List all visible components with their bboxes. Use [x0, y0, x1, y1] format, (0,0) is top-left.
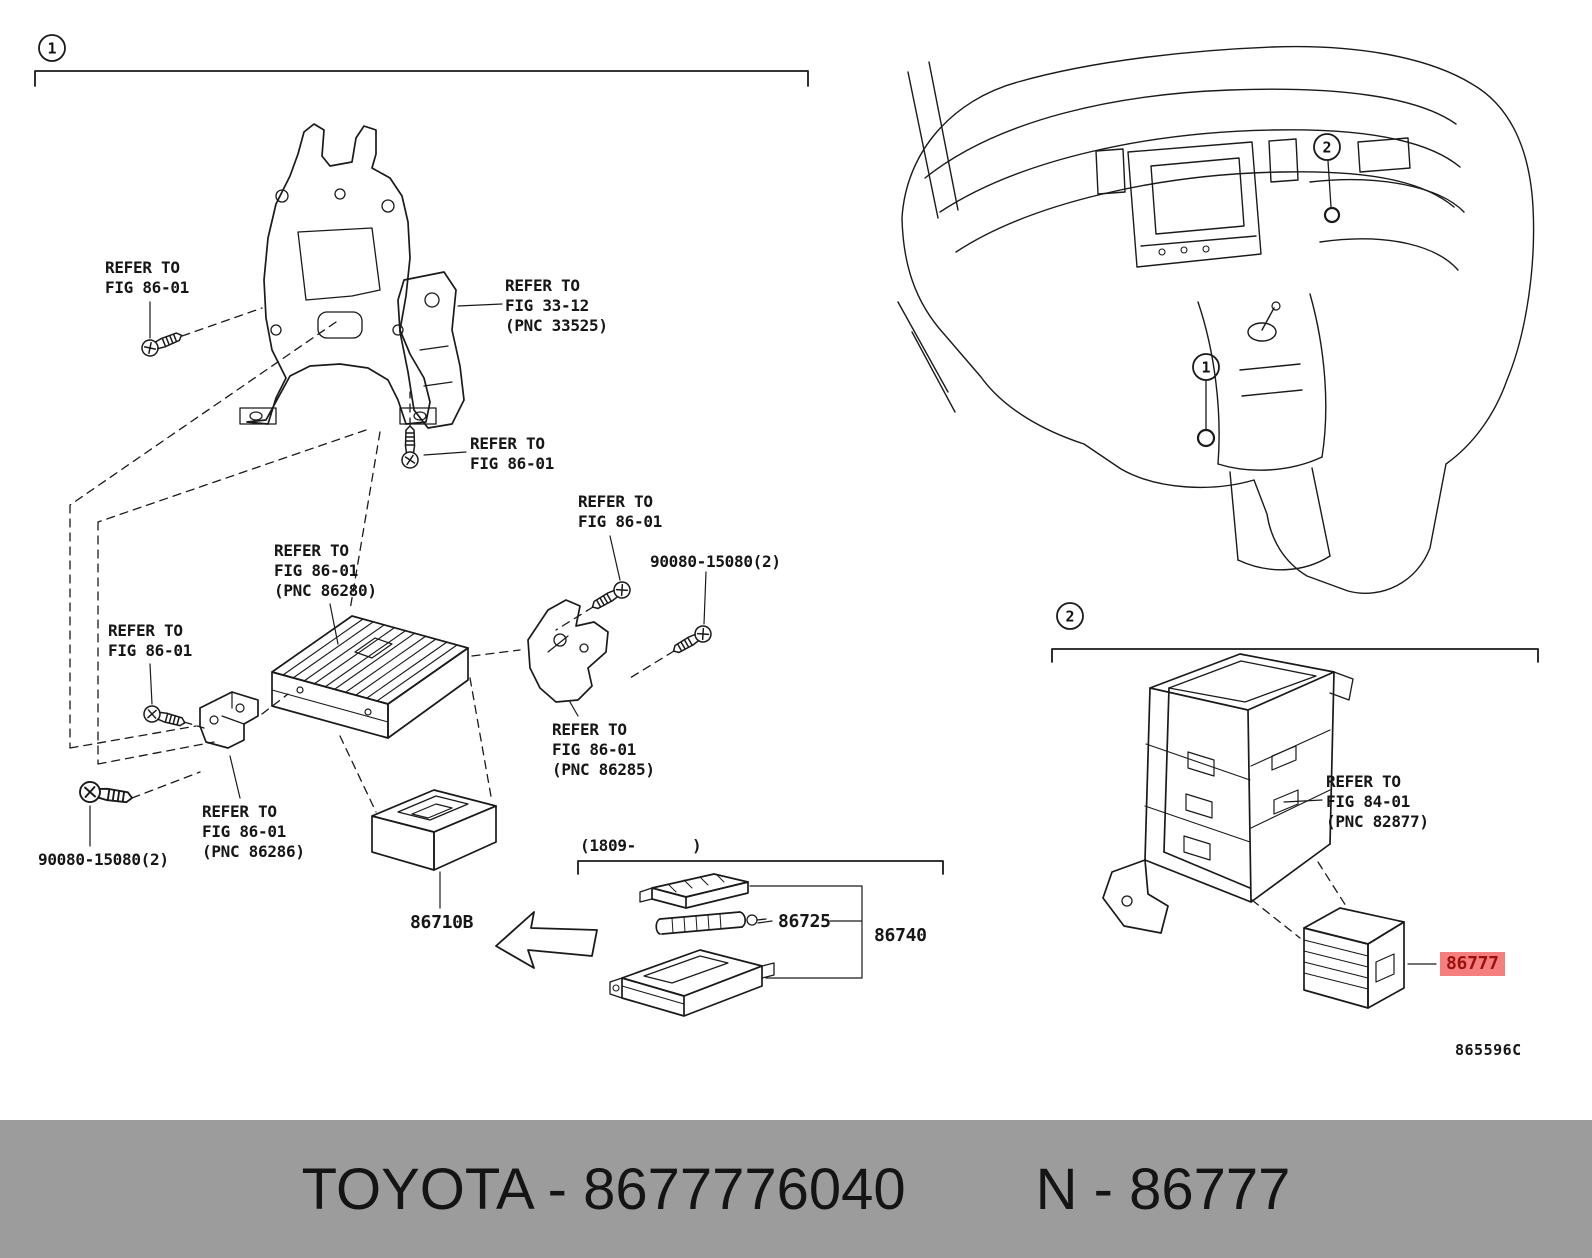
footer-part-number-short: N - 86777 — [1035, 1156, 1291, 1222]
mounting-bracket-drawing — [239, 123, 437, 425]
badge-section-1-number: 1 — [47, 40, 56, 58]
part-label-86710b: 86710B — [410, 912, 474, 933]
callout-refer-fig-33-12: REFER TO FIG 33-12 (PNC 33525) — [505, 276, 608, 335]
section-2-bracket-line — [1051, 648, 1539, 663]
part-label-86725: 86725 — [778, 911, 831, 932]
dash-location-marker-2 — [1323, 206, 1341, 224]
section-1-bracket-line — [34, 70, 809, 87]
screw-icon — [138, 327, 186, 360]
callout-refer-fig-84-01-pnc-82877: REFER TO FIG 84-01 (PNC 82877) — [1326, 772, 1429, 831]
group-86740-drawing — [577, 860, 944, 1017]
direction-arrow — [495, 911, 598, 969]
projection-dashed-lines — [69, 307, 675, 813]
console-bracket-drawing — [1102, 653, 1354, 939]
callout-refer-fig-86-01-mid-left: REFER TO FIG 86-01 — [108, 621, 192, 660]
amplifier-drawing — [271, 615, 469, 739]
dashboard-drawing — [897, 45, 1535, 594]
badge-section-1: 1 — [38, 34, 66, 62]
footer-part-number-full: TOYOTA - 8677776040 — [301, 1156, 906, 1222]
amplifier-ribs — [282, 618, 458, 702]
badge-dash-2: 2 — [1313, 133, 1341, 224]
dash-location-marker-1 — [1196, 428, 1216, 448]
diagram-artwork: 1 — [34, 34, 1539, 1017]
callout-refer-fig-86-01-pnc-86280: REFER TO FIG 86-01 (PNC 86280) — [274, 541, 377, 600]
callout-bolt-90080-right: 90080-15080(2) — [650, 552, 781, 571]
part-label-86777-highlighted: 86777 — [1440, 952, 1505, 976]
part-label-86740: 86740 — [874, 925, 927, 946]
badge-dash-2-number: 2 — [1322, 139, 1331, 157]
bracket-pnc-86285-drawing — [527, 599, 609, 703]
callout-refer-fig-86-01-bracket-bolt: REFER TO FIG 86-01 — [470, 434, 554, 473]
bracket-pnc-86286-drawing — [199, 691, 259, 749]
callout-refer-fig-86-01-top-left: REFER TO FIG 86-01 — [105, 258, 189, 297]
callout-date-range-1809: (1809- ) — [580, 836, 702, 855]
figure-code: 865596C — [1455, 1041, 1522, 1059]
badge-section-2-number: 2 — [1065, 608, 1074, 626]
box-86710b-drawing — [371, 789, 497, 871]
badge-dash-1-number: 1 — [1201, 359, 1210, 377]
badge-section-2: 2 — [1056, 602, 1084, 630]
footer-part-banner: TOYOTA - 8677776040 N - 86777 — [0, 1120, 1592, 1258]
leader-lines — [89, 301, 1437, 979]
callout-refer-fig-86-01-right-bolt: REFER TO FIG 86-01 — [578, 492, 662, 531]
callout-refer-fig-86-01-pnc-86285: REFER TO FIG 86-01 (PNC 86285) — [552, 720, 655, 779]
module-86777-drawing — [1303, 907, 1405, 1009]
bracket-fig-33-12-drawing — [397, 271, 465, 429]
screw-icon — [668, 622, 715, 659]
screw-icon — [587, 578, 634, 615]
callout-refer-fig-86-01-pnc-86286: REFER TO FIG 86-01 (PNC 86286) — [202, 802, 305, 861]
callout-bolt-90080-left: 90080-15080(2) — [38, 850, 169, 869]
screw-icon — [141, 703, 188, 732]
badge-dash-1: 1 — [1192, 353, 1220, 448]
screw-icon-90080 — [77, 779, 135, 809]
screw-icon — [401, 425, 419, 469]
